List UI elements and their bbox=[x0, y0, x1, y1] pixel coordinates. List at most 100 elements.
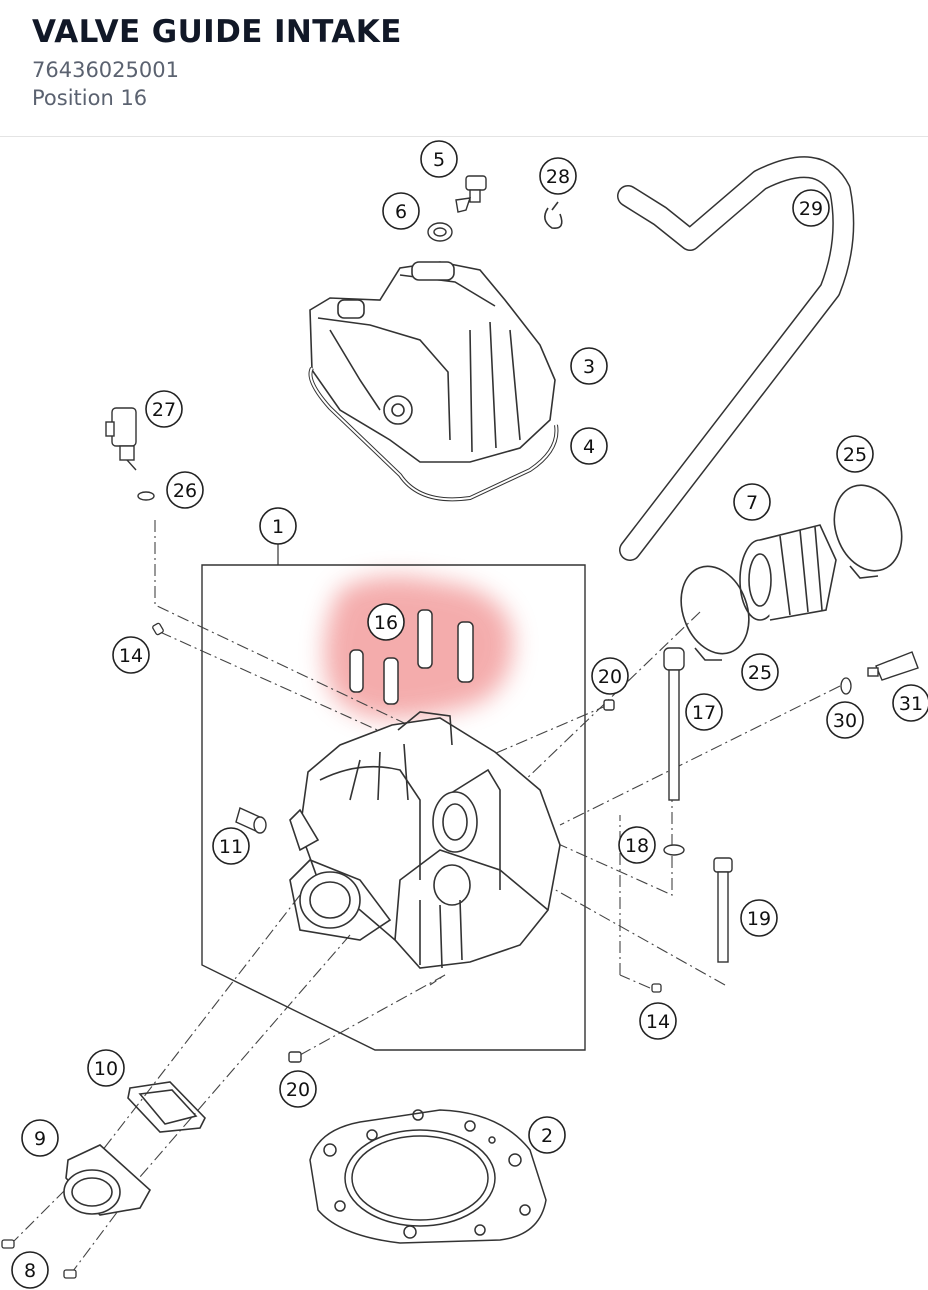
callout-19[interactable]: 19 bbox=[740, 899, 778, 937]
callout-label: 14 bbox=[119, 645, 143, 667]
callout-30[interactable]: 30 bbox=[826, 701, 864, 739]
callout-layer: 1 2 3 4 5 6 7 8 9 10 11 14 14 16 17 18 19 20 20 25 25 26 27 28 2… bbox=[11, 140, 928, 1289]
callout-label: 5 bbox=[433, 149, 445, 171]
callout-circle[interactable] bbox=[826, 701, 864, 739]
callout-circle[interactable] bbox=[836, 435, 874, 473]
callout-label: 1 bbox=[272, 516, 284, 538]
exploded-parts-diagram: 1 2 3 4 5 6 7 8 9 10 11 14 14 16 17 18 19 20 20 25 25 26 27 28 2… bbox=[1, 140, 928, 1289]
callout-circle[interactable] bbox=[21, 1119, 59, 1157]
callout-2[interactable]: 2 bbox=[528, 1116, 566, 1154]
callout-8[interactable]: 8 bbox=[11, 1251, 49, 1289]
cover-gasket-inner bbox=[309, 367, 558, 501]
long-bolt bbox=[663, 647, 685, 856]
callout-14[interactable]: 14 bbox=[639, 1002, 677, 1040]
callout-label: 19 bbox=[747, 908, 771, 930]
callout-10[interactable]: 10 bbox=[87, 1049, 125, 1087]
cylinder-head bbox=[289, 711, 561, 969]
part-number: 76436025001 bbox=[32, 58, 179, 82]
callout-circle[interactable] bbox=[591, 657, 629, 695]
callout-11[interactable]: 11 bbox=[212, 827, 250, 865]
callout-label: 11 bbox=[219, 836, 243, 858]
callout-circle[interactable] bbox=[570, 427, 608, 465]
callout-label: 25 bbox=[748, 662, 772, 684]
callout-25[interactable]: 25 bbox=[741, 653, 779, 691]
callout-label: 28 bbox=[546, 166, 570, 188]
callout-25[interactable]: 25 bbox=[836, 435, 874, 473]
callout-1[interactable]: 1 bbox=[259, 507, 297, 545]
callout-circle[interactable] bbox=[639, 1002, 677, 1040]
callout-16[interactable]: 16 bbox=[367, 603, 405, 641]
callout-circle[interactable] bbox=[618, 826, 656, 864]
callout-20[interactable]: 20 bbox=[279, 1070, 317, 1108]
breather-hose-inner bbox=[618, 157, 853, 560]
callout-9[interactable]: 9 bbox=[21, 1119, 59, 1157]
callout-label: 31 bbox=[899, 693, 923, 715]
callout-label: 17 bbox=[692, 702, 716, 724]
hose-clamp bbox=[544, 201, 563, 230]
callout-circle[interactable] bbox=[87, 1049, 125, 1087]
dowel-bushing bbox=[235, 807, 267, 834]
callout-circle[interactable] bbox=[166, 471, 204, 509]
part-header: VALVE GUIDE INTAKE 76436025001 Position … bbox=[0, 0, 928, 137]
callout-label: 25 bbox=[843, 444, 867, 466]
callout-circle[interactable] bbox=[741, 653, 779, 691]
stud-upper bbox=[152, 622, 164, 636]
callout-27[interactable]: 27 bbox=[145, 390, 183, 428]
callout-circle[interactable] bbox=[792, 189, 830, 227]
callout-circle[interactable] bbox=[212, 827, 250, 865]
callout-6[interactable]: 6 bbox=[382, 192, 420, 230]
callout-17[interactable]: 17 bbox=[685, 693, 723, 731]
callout-circle[interactable] bbox=[420, 140, 458, 178]
callout-circle[interactable] bbox=[112, 636, 150, 674]
nut-upper bbox=[603, 699, 615, 711]
callout-29[interactable]: 29 bbox=[792, 189, 830, 227]
part-position: Position 16 bbox=[32, 86, 148, 110]
callout-label: 10 bbox=[94, 1058, 118, 1080]
intake-flange bbox=[63, 1144, 152, 1216]
callout-5[interactable]: 5 bbox=[420, 140, 458, 178]
callout-4[interactable]: 4 bbox=[570, 427, 608, 465]
assembly-frame bbox=[201, 564, 586, 1051]
callout-label: 29 bbox=[799, 198, 823, 220]
callout-20[interactable]: 20 bbox=[591, 657, 629, 695]
callout-label: 14 bbox=[646, 1011, 670, 1033]
callout-label: 2 bbox=[541, 1125, 553, 1147]
callout-label: 16 bbox=[374, 612, 398, 634]
callout-3[interactable]: 3 bbox=[570, 347, 608, 385]
callout-circle[interactable] bbox=[528, 1116, 566, 1154]
cover-bolt bbox=[455, 175, 487, 213]
valve-cover bbox=[309, 261, 556, 463]
callout-label: 4 bbox=[583, 436, 595, 458]
callout-label: 8 bbox=[24, 1260, 36, 1282]
callout-circle[interactable] bbox=[740, 899, 778, 937]
callout-circle[interactable] bbox=[259, 507, 297, 545]
callout-circle[interactable] bbox=[892, 684, 928, 722]
stud-lower bbox=[651, 983, 662, 993]
callout-label: 6 bbox=[395, 201, 407, 223]
nut-lower bbox=[288, 1051, 302, 1063]
callout-label: 3 bbox=[583, 356, 595, 378]
temperature-sensor bbox=[105, 407, 155, 501]
part-title: VALVE GUIDE INTAKE bbox=[32, 14, 402, 50]
callout-circle[interactable] bbox=[685, 693, 723, 731]
callout-circle[interactable] bbox=[539, 157, 577, 195]
callout-circle[interactable] bbox=[733, 483, 771, 521]
callout-circle[interactable] bbox=[570, 347, 608, 385]
callout-14[interactable]: 14 bbox=[112, 636, 150, 674]
callout-circle[interactable] bbox=[11, 1251, 49, 1289]
intake-rubber bbox=[739, 524, 837, 621]
callout-31[interactable]: 31 bbox=[892, 684, 928, 722]
callout-18[interactable]: 18 bbox=[618, 826, 656, 864]
hose-clamp-front bbox=[680, 565, 750, 661]
callout-circle[interactable] bbox=[145, 390, 183, 428]
callout-circle[interactable] bbox=[382, 192, 420, 230]
flange-screws bbox=[1, 1239, 77, 1279]
callout-label: 26 bbox=[173, 480, 197, 502]
callout-7[interactable]: 7 bbox=[733, 483, 771, 521]
callout-26[interactable]: 26 bbox=[166, 471, 204, 509]
callout-28[interactable]: 28 bbox=[539, 157, 577, 195]
seal-washer bbox=[427, 222, 453, 242]
callout-circle[interactable] bbox=[279, 1070, 317, 1108]
callout-circle[interactable] bbox=[367, 603, 405, 641]
callout-label: 27 bbox=[152, 399, 176, 421]
